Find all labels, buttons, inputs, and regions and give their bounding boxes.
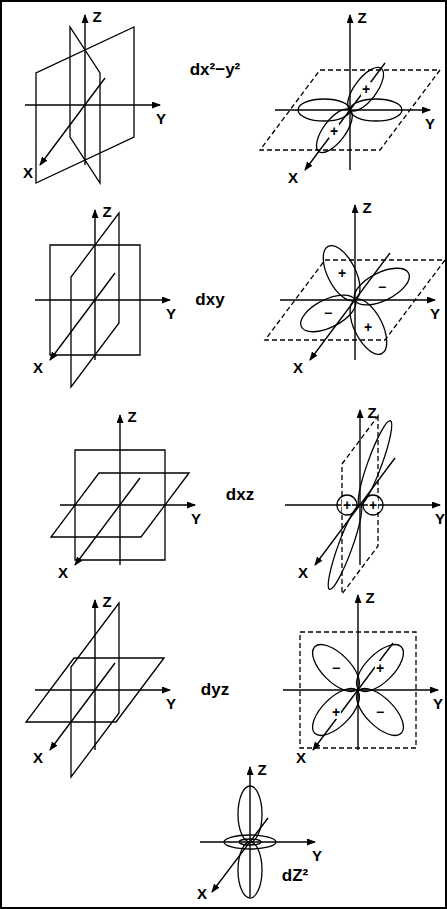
axis	[50, 663, 115, 750]
axis-label: Y	[433, 696, 443, 713]
axis-label: Z	[127, 409, 136, 426]
lobe	[341, 62, 390, 117]
axis-label: Y	[430, 306, 440, 323]
axis	[60, 504, 195, 505]
phase-sign: −	[377, 280, 387, 294]
axis	[94, 600, 95, 750]
axis-label: X	[33, 750, 43, 767]
axis	[283, 689, 438, 690]
axis-label: Z	[367, 405, 376, 422]
axis	[212, 818, 268, 892]
axis-label: Y	[312, 848, 322, 865]
axis-label: Z	[257, 762, 266, 779]
lobe	[342, 294, 394, 360]
nodal-planes	[25, 15, 160, 183]
orbital-lobes	[285, 410, 440, 594]
phase-sign: +	[375, 661, 385, 675]
axis-label: X	[293, 360, 303, 377]
axis-label: X	[33, 360, 43, 377]
axis-label: X	[58, 565, 68, 582]
axis-label: Y	[166, 306, 176, 323]
axis-label: Z	[102, 594, 111, 611]
axis	[249, 767, 250, 897]
axis-label: X	[23, 165, 33, 182]
axis-label: X	[298, 565, 308, 582]
phase-sign: +	[363, 320, 373, 334]
axis-label: X	[288, 170, 298, 187]
axis-label: Y	[435, 511, 445, 528]
axis-label: Y	[166, 696, 176, 713]
axis	[359, 410, 360, 565]
nodal-planes	[26, 600, 170, 777]
axis-label: Z	[365, 590, 374, 607]
phase-sign: −	[323, 306, 333, 320]
axis	[84, 15, 85, 165]
nodal-planes	[35, 210, 170, 387]
phase-sign: +	[361, 82, 371, 96]
axis	[354, 205, 355, 360]
orbital-name: dxz	[226, 486, 254, 505]
lobe	[349, 261, 415, 313]
orbital-lobes	[265, 205, 445, 360]
axis-label: Y	[425, 116, 435, 133]
orbital-lobes	[260, 15, 440, 170]
axis-label: Z	[357, 10, 366, 27]
axis-label: Y	[156, 111, 166, 128]
phase-sign: −	[375, 705, 385, 719]
axis	[310, 253, 390, 360]
lobe	[310, 103, 359, 158]
orbital-lobes	[200, 767, 315, 898]
nodal-planes	[51, 415, 195, 565]
axis	[50, 273, 115, 360]
orbital-name: dx²−y²	[190, 61, 241, 80]
axis	[75, 478, 140, 565]
axis-label: X	[296, 750, 306, 767]
axis	[94, 210, 95, 360]
axis	[40, 78, 105, 165]
lobe	[295, 287, 361, 339]
orbital-name: dxy	[195, 291, 224, 310]
axis	[349, 15, 350, 170]
axis	[200, 841, 315, 842]
axis-label: Z	[102, 204, 111, 221]
phase-sign: +	[331, 705, 341, 719]
axis-label: Z	[362, 200, 371, 217]
axis-label: X	[197, 886, 207, 903]
axis	[275, 109, 430, 110]
axis	[35, 689, 170, 690]
orbital-name: dZ²	[282, 867, 308, 886]
axis	[285, 504, 440, 505]
axis	[25, 104, 160, 105]
orbital-lobes	[283, 595, 438, 750]
axis	[280, 299, 435, 300]
phase-sign: −	[331, 661, 341, 675]
phase-sign: +	[342, 498, 352, 512]
phase-sign: +	[329, 124, 339, 138]
axis	[357, 595, 358, 750]
phase-sign: +	[337, 266, 347, 280]
axis-label: Y	[191, 511, 201, 528]
axis	[313, 643, 393, 750]
axis	[35, 299, 170, 300]
lobe	[316, 240, 368, 306]
axis-label: Z	[92, 9, 101, 26]
axis	[315, 458, 395, 565]
axis	[305, 63, 385, 170]
phase-sign: +	[368, 498, 378, 512]
axis	[119, 415, 120, 565]
orbital-name: dyz	[201, 681, 229, 700]
